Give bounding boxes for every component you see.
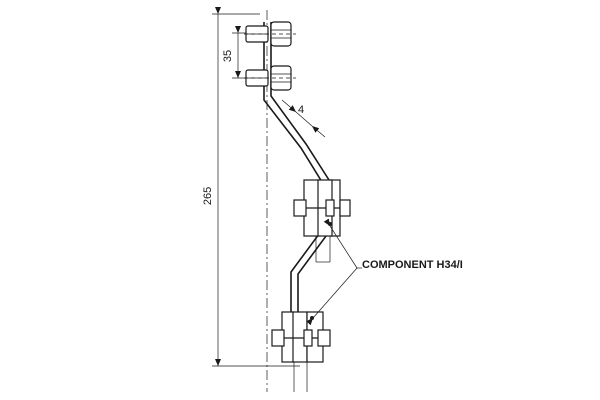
upper-clamp bbox=[293, 179, 351, 263]
dimension-thickness: 4 bbox=[281, 99, 326, 138]
bolt-spacing-label: 35 bbox=[222, 50, 234, 62]
top-bolt-lower bbox=[244, 65, 296, 91]
dimension-overall-height: 265 bbox=[202, 7, 300, 367]
top-bolt-upper bbox=[244, 21, 296, 47]
component-label: COMPONENT H34/I bbox=[362, 259, 463, 271]
callout: COMPONENT H34/I bbox=[306, 218, 463, 326]
lower-clamp bbox=[271, 311, 331, 392]
thickness-label: 4 bbox=[298, 104, 304, 116]
overall-height-label: 265 bbox=[202, 187, 214, 205]
